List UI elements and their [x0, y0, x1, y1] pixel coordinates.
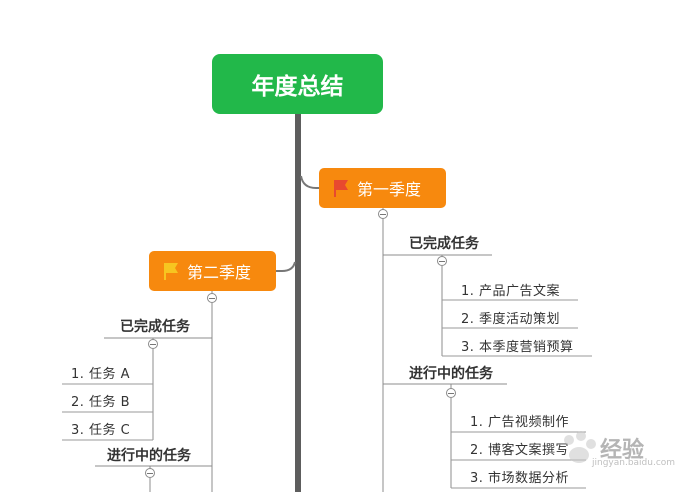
- quarter-1-in-progress-item-1[interactable]: 1. 广告视频制作: [470, 415, 570, 430]
- quarter-2-completed-item-1[interactable]: 1. 任务 A: [71, 367, 131, 382]
- quarter-1-collapse-toggle[interactable]: [378, 209, 388, 219]
- quarter-1-node[interactable]: 第一季度: [319, 168, 446, 208]
- quarter-2-node[interactable]: 第二季度: [149, 251, 276, 291]
- red-flag-icon: [334, 180, 348, 197]
- watermark-text: 经验: [600, 438, 645, 463]
- quarter-2-completed-item-3[interactable]: 3. 任务 C: [71, 423, 131, 438]
- quarter-2-completed-label[interactable]: 已完成任务: [120, 319, 190, 335]
- root-title: 年度总结: [251, 73, 344, 100]
- root-node[interactable]: 年度总结: [212, 54, 383, 114]
- quarter-1-in-progress-item-2[interactable]: 2. 博客文案撰写: [470, 443, 570, 458]
- watermark-subtext: jingyan.baidu.com: [592, 458, 676, 468]
- quarter-2-in-progress-label[interactable]: 进行中的任务: [107, 448, 191, 464]
- quarter-1-in-progress-item-3[interactable]: 3. 市场数据分析: [470, 471, 570, 486]
- quarter-2-completed-item-2[interactable]: 2. 任务 B: [71, 395, 131, 410]
- quarter-1-completed-label[interactable]: 已完成任务: [409, 236, 479, 252]
- paw-logo-icon: [564, 431, 596, 463]
- quarter-1-completed-item-2[interactable]: 2. 季度活动策划: [461, 312, 561, 327]
- quarter-2-collapse-toggle[interactable]: [207, 293, 217, 303]
- yellow-flag-icon: [164, 263, 178, 280]
- quarter-1-completed-item-1[interactable]: 1. 产品广告文案: [461, 284, 561, 299]
- quarter-1-in-progress-label[interactable]: 进行中的任务: [409, 366, 493, 382]
- quarter-1-completed-collapse-toggle[interactable]: [437, 256, 447, 266]
- quarter-1-in-progress-collapse-toggle[interactable]: [446, 388, 456, 398]
- quarter-2-completed-collapse-toggle[interactable]: [148, 339, 158, 349]
- quarter-1-completed-item-3[interactable]: 3. 本季度营销预算: [461, 340, 574, 355]
- quarter-1-title: 第一季度: [357, 180, 422, 199]
- quarter-2-title: 第二季度: [187, 263, 252, 282]
- quarter-2-in-progress-collapse-toggle[interactable]: [145, 468, 155, 478]
